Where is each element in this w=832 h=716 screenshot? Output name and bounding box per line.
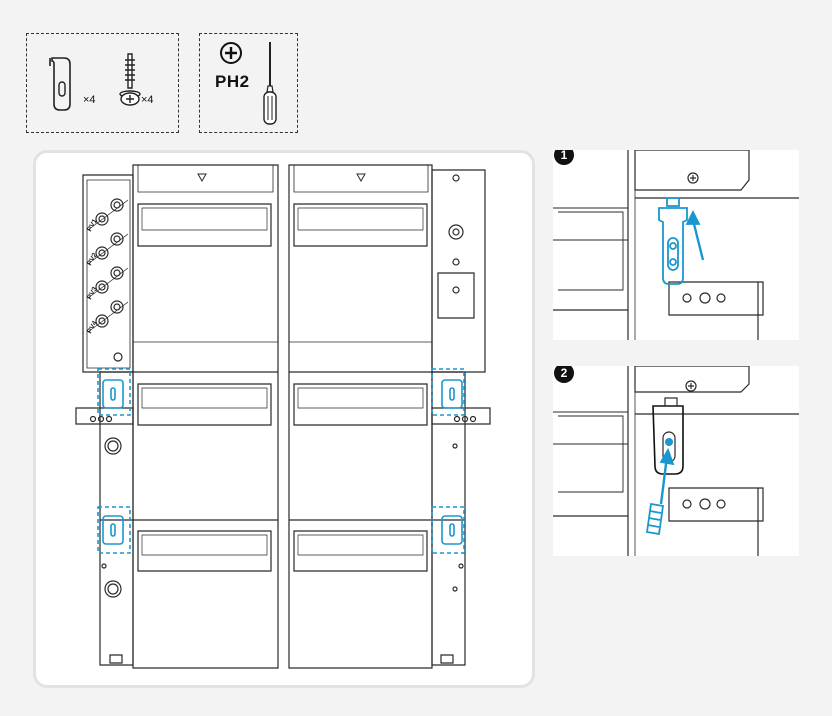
detail-step-1: 1: [553, 150, 799, 340]
tool-size-label: PH2: [215, 72, 250, 91]
screw-icon: [119, 53, 141, 106]
wall-bracket-icon: [49, 57, 71, 111]
detail-1-illustration: [553, 150, 799, 340]
screw-quantity: ×4: [141, 94, 154, 106]
step-2-badge: 2: [554, 366, 574, 383]
parts-box: [26, 33, 179, 133]
tool-box: [199, 33, 298, 133]
main-assembly-panel: [33, 150, 535, 688]
phillips-screwdriver-icon: [263, 42, 277, 125]
detail-step-2: 2: [553, 366, 799, 556]
phillips-head-icon: [220, 42, 242, 64]
step-1-badge: 1: [554, 150, 574, 165]
bracket-quantity: ×4: [83, 94, 96, 106]
detail-2-illustration: [553, 366, 799, 556]
